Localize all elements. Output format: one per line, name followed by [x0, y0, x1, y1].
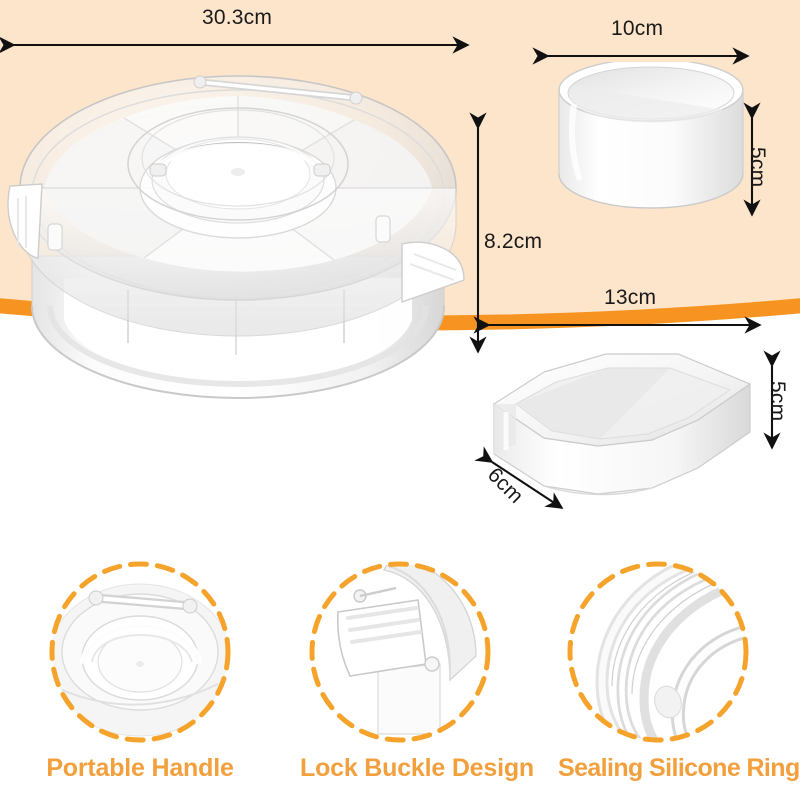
- feature-label-lock-buckle: Lock Buckle Design: [300, 754, 534, 782]
- feature-image-lock-buckle: [300, 552, 500, 752]
- dimension-label-wedge-height: 5cm: [766, 381, 789, 422]
- tray-handle-art: [149, 75, 363, 177]
- dimension-label-wedge-width: 13cm: [604, 286, 657, 309]
- feature-image-portable-handle: [40, 552, 240, 752]
- feature-silicone-ring: Sealing Silicone Ring: [558, 552, 800, 783]
- wedge-illustration: [492, 353, 752, 496]
- dimension-label-tray-width: 30.3cm: [202, 6, 273, 29]
- dimension-label-bowl-width: 10cm: [611, 17, 664, 40]
- tray-lock-buckle-right: [401, 241, 465, 303]
- tray-lock-buckle-front: [47, 215, 391, 251]
- feature-label-silicone-ring: Sealing Silicone Ring: [558, 754, 800, 782]
- feature-portable-handle: Portable Handle: [40, 552, 240, 783]
- dimension-label-tray-height: 8.2cm: [484, 230, 543, 253]
- feature-lock-buckle: Lock Buckle Design: [300, 552, 534, 783]
- tray-lock-buckle-left: [7, 183, 43, 259]
- feature-image-silicone-ring: [558, 552, 758, 752]
- bowl-illustration: [558, 62, 744, 209]
- feature-label-portable-handle: Portable Handle: [46, 754, 234, 782]
- tray-illustration: [7, 75, 465, 399]
